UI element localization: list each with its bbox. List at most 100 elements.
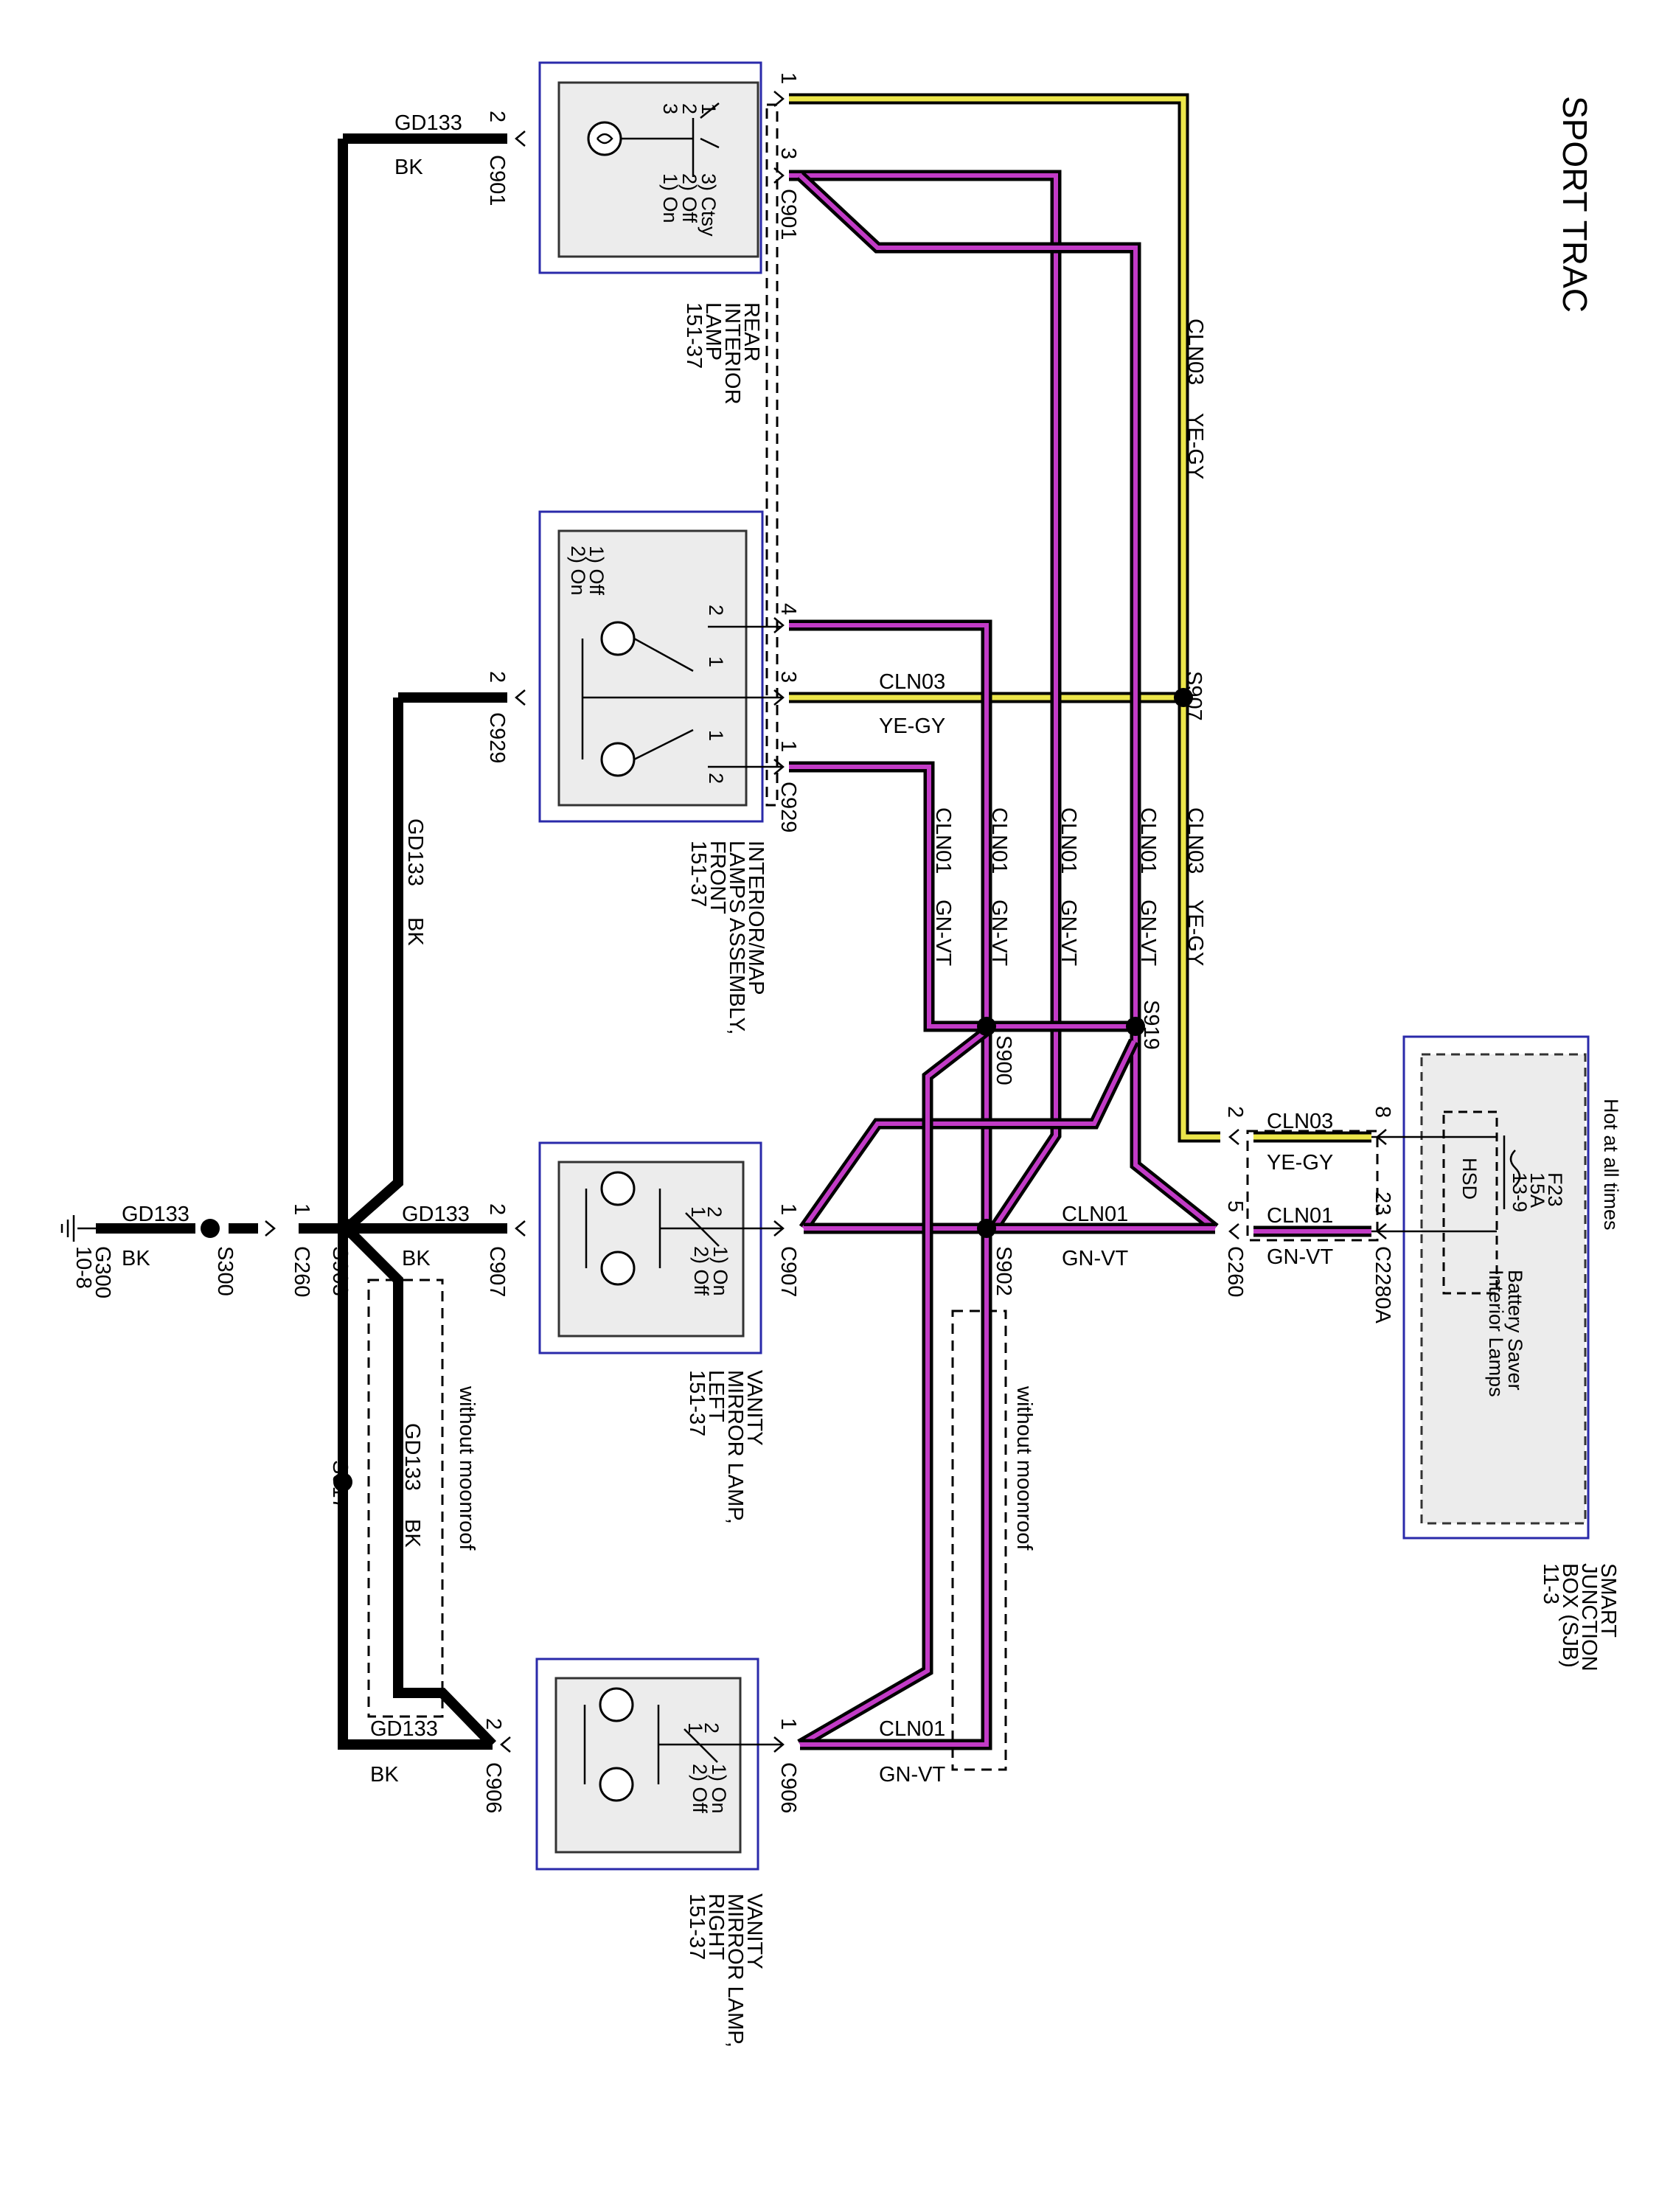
component-label: RIGHT: [704, 1893, 728, 1961]
component-label: JUNCTION: [1577, 1563, 1601, 1672]
battery-saver-label: Interior Lamps: [1485, 1270, 1507, 1397]
splice-s919: [1126, 1017, 1145, 1036]
splice-label: S902: [992, 1246, 1015, 1296]
without-moonroof-box: [367, 1279, 444, 1718]
splice-s907: [1174, 688, 1193, 707]
splice-s903: [337, 1219, 356, 1238]
connector-label: C929: [485, 712, 509, 763]
interior-map-lamps-assembly: 1) Off 2) On 2 1 1 2: [538, 510, 782, 823]
component-label: INTERIOR: [720, 302, 744, 405]
color-label: GN-VT: [987, 900, 1011, 967]
connector-label: C929: [776, 782, 800, 832]
component-label: 11-3: [1539, 1563, 1562, 1604]
pin-number: 5: [1223, 1200, 1247, 1212]
pin-number: 2: [485, 1203, 509, 1215]
pin-number: 4: [776, 603, 800, 615]
hot-at-all-times: Hot at all times: [1600, 1099, 1622, 1231]
circuit-label: CLN03: [1183, 807, 1207, 874]
connector-label: C260: [1223, 1246, 1247, 1297]
without-moonroof-box: [951, 1310, 1007, 1771]
component-label: FRONT: [706, 841, 729, 914]
color-label: BK: [400, 1519, 424, 1548]
connector-label: C901: [776, 189, 800, 240]
color-label: GN-VT: [931, 900, 955, 967]
component-label: LAMPS ASSEMBLY,: [725, 841, 748, 1034]
component-label: VANITY: [742, 1893, 766, 1969]
circuit-label: GD133: [370, 1717, 438, 1741]
switch-position: 2) Off: [678, 173, 700, 223]
pin-number: 2: [1223, 1106, 1247, 1118]
color-label: YE-GY: [1267, 1151, 1333, 1175]
bulb-icon: [599, 1687, 634, 1722]
color-label: GN-VT: [1267, 1245, 1334, 1269]
fuse-label: 15A: [1526, 1172, 1548, 1208]
pin-label: 1: [705, 656, 727, 667]
switch-position: 1) On: [709, 1246, 731, 1296]
bulb-icon: [587, 121, 622, 156]
pin-number: 1: [290, 1203, 313, 1215]
circuit-label: CLN01: [1057, 807, 1080, 874]
pin-label: 2: [700, 1722, 723, 1733]
pin-label: 2: [705, 773, 727, 784]
pin-number: 3: [776, 671, 800, 683]
vanity-mirror-lamp-left: 2 1 1) On 2) Off: [538, 1141, 782, 1354]
fuse-label: 13-9: [1509, 1172, 1531, 1212]
circuit-label: GD133: [394, 111, 462, 135]
connector-label: C2280A: [1371, 1246, 1394, 1324]
circuit-label: CLN01: [931, 807, 955, 874]
circuit-label: CLN03: [1267, 1110, 1333, 1133]
pin-label: 2: [705, 605, 727, 616]
circuit-label: GD133: [403, 818, 427, 886]
bulb-icon: [600, 1171, 636, 1206]
pin-number: 1: [776, 1203, 800, 1215]
pin-label: 1: [698, 103, 720, 114]
circuit-label: GD133: [122, 1203, 189, 1226]
fuse-label: F23: [1544, 1172, 1566, 1207]
pin-label: 2: [678, 103, 700, 114]
bulb-icon: [599, 1767, 634, 1802]
component-label: LAMP: [701, 302, 725, 361]
connector-label: C906: [776, 1762, 800, 1813]
switch-position: 3) Ctsy: [698, 173, 720, 237]
color-label: GN-VT: [1136, 900, 1160, 967]
hsd-label: HSD: [1458, 1158, 1481, 1200]
pin-label: 1: [705, 730, 727, 741]
splice-label: S903: [328, 1246, 352, 1296]
color-label: BK: [402, 1247, 431, 1270]
pin-number: 1: [776, 1718, 800, 1730]
circuit-label: CLN01: [879, 1717, 945, 1741]
component-label: REAR: [740, 302, 763, 362]
pin-label: 2: [703, 1206, 726, 1217]
vanity-mirror-lamp-right: 2 1 1) On 2) Off: [535, 1658, 782, 1871]
color-label: BK: [403, 917, 427, 946]
bulb-icon: [600, 742, 636, 777]
component-label: VANITY: [742, 1370, 766, 1446]
component-label: SMART: [1596, 1563, 1620, 1638]
component-label: 151-37: [685, 1893, 709, 1960]
diagram-title: SPORT TRAC: [1556, 96, 1594, 313]
component-label: 151-37: [686, 841, 710, 907]
splice-s300: [201, 1219, 220, 1238]
cln01-wires: [789, 170, 1371, 1750]
pin-number: 1: [776, 740, 800, 752]
circuit-label: GD133: [400, 1423, 424, 1491]
ground-wires: [96, 133, 507, 1750]
splice-label: S917: [328, 1460, 352, 1510]
bulb-icon: [600, 621, 636, 656]
connector-housing: [765, 103, 779, 807]
pin-label: 1: [684, 1722, 706, 1733]
color-label: GN-VT: [879, 1763, 946, 1787]
pin-number: 1: [776, 72, 800, 84]
color-label: YE-GY: [1183, 413, 1207, 479]
connector-label: C260: [290, 1246, 313, 1297]
component-label: LEFT: [704, 1370, 728, 1422]
pin-number: 3: [776, 147, 800, 159]
color-label: GN-VT: [1057, 900, 1080, 967]
component-label: INTERIOR/MAP: [744, 841, 768, 995]
ground-ref-label: 10-8: [72, 1246, 95, 1289]
connector-label: C901: [485, 155, 509, 206]
splice-s900: [977, 1017, 996, 1036]
circuit-label: CLN01: [1062, 1203, 1128, 1226]
component-label: BOX (SJB): [1558, 1563, 1582, 1668]
splice-label: S900: [992, 1035, 1015, 1085]
